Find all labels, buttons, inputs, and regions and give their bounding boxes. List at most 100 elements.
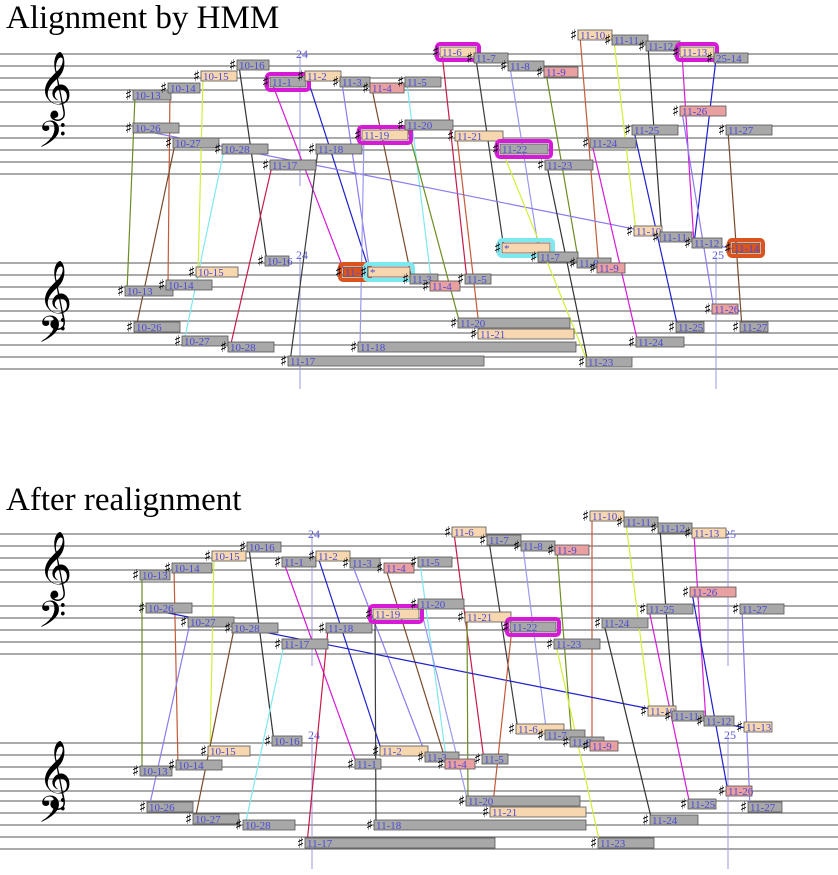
lower-note-label: 10-26: [136, 322, 162, 334]
upper-note-bar: [132, 89, 172, 101]
lower-highlight: [497, 238, 555, 258]
lower-note-label: 10-15: [210, 746, 236, 758]
lower-note-label: 11-4: [432, 281, 452, 293]
alignment-link-line: [183, 149, 225, 343]
treble-clef-icon: 𝄞: [38, 530, 72, 601]
lower-note-label: 11-20: [460, 318, 486, 330]
lower-note-bar: [743, 721, 773, 733]
lower-note-bar: [675, 321, 705, 333]
sharp-icon: ♯: [740, 798, 747, 816]
sharp-icon: ♯: [117, 282, 124, 300]
bass-clef-icon: 𝄢: [38, 114, 66, 165]
sharp-icon: ♯: [422, 277, 429, 295]
lower-note-bar: [747, 801, 783, 813]
sharp-icon: ♯: [410, 595, 417, 613]
upper-note-label: 11-7: [476, 53, 496, 65]
sharp-icon: ♯: [684, 234, 691, 252]
sharp-icon: ♯: [125, 86, 132, 104]
alignment-link-line: [283, 562, 358, 766]
upper-note-label: 11-24: [592, 138, 618, 150]
upper-note-label: 11-21: [457, 131, 482, 143]
sharp-icon: ♯: [616, 513, 623, 531]
upper-note-label: 11-3: [342, 77, 362, 89]
upper-note-bar: [132, 122, 180, 134]
lower-note-label: 11-14: [734, 243, 760, 255]
alignment-link-line: [727, 130, 743, 329]
upper-note-bar: [589, 137, 637, 149]
upper-highlight: [357, 125, 413, 145]
lower-note-label: 11-25: [690, 799, 716, 811]
sharp-icon: ♯: [308, 547, 315, 565]
lower-note-label: 11-7: [540, 252, 560, 264]
upper-note-label: 11-24: [604, 618, 630, 630]
alignment-link-line: [229, 165, 273, 349]
lower-note-bar: [146, 801, 194, 813]
sharp-icon: ♯: [672, 102, 679, 120]
lower-note-bar: [711, 303, 739, 315]
lower-note-bar: [373, 819, 587, 831]
sharp-icon: ♯: [125, 119, 132, 137]
lower-note-bar: [501, 242, 551, 254]
sharp-icon: ♯: [626, 222, 633, 240]
upper-note-bar: [739, 603, 785, 615]
sharp-icon: ♯: [718, 121, 725, 139]
sharp-icon: ♯: [650, 519, 657, 537]
alignment-link-line: [351, 563, 428, 759]
sharp-icon: ♯: [624, 121, 631, 139]
sharp-icon: ♯: [530, 248, 537, 266]
alignment-link-line: [475, 58, 505, 250]
sharp-icon: ♯: [450, 314, 457, 332]
lower-note-label: 11-17: [307, 838, 333, 850]
sharp-icon: ♯: [457, 608, 464, 626]
lower-note-bar: [409, 273, 439, 285]
upper-note-bar: [601, 617, 649, 629]
lower-note-label: 10-28: [245, 820, 271, 832]
upper-note-label: 11-12: [660, 523, 685, 535]
bar-number-label: 24: [308, 527, 320, 541]
lower-note-label: *: [504, 243, 510, 255]
upper-note-label: 11-25: [649, 604, 675, 616]
sharp-icon: ♯: [642, 811, 649, 829]
sharp-icon: ♯: [297, 834, 304, 852]
sharp-icon: ♯: [492, 140, 499, 158]
lower-note-label: 11-27: [750, 802, 776, 814]
upper-note-bar: [611, 34, 649, 46]
lower-note-label: 11-17: [290, 356, 316, 368]
bar-number-label: 25: [712, 248, 724, 262]
sharp-icon: ♯: [604, 31, 611, 49]
sharp-icon: ♯: [570, 26, 577, 44]
upper-note-bar: [315, 143, 363, 155]
alignment-link-line: [591, 143, 639, 344]
alignment-link-line: [359, 135, 365, 349]
sharp-icon: ♯: [376, 559, 383, 577]
alignment-link-line: [244, 644, 285, 827]
sharp-icon: ♯: [594, 614, 601, 632]
upper-note-label: 10-27: [190, 617, 216, 629]
alignment-link-line: [625, 522, 651, 713]
alignment-link-line: [603, 623, 653, 822]
upper-highlight: [265, 72, 311, 92]
sharp-icon: ♯: [724, 239, 731, 257]
sharp-icon: ♯: [582, 134, 589, 152]
sharp-icon: ♯: [402, 270, 409, 288]
sharp-icon: ♯: [235, 816, 242, 834]
upper-note-label: 11-22: [502, 144, 527, 156]
alignment-link-line: [197, 76, 204, 274]
upper-note-bar: [139, 569, 171, 581]
lower-note-bar: [264, 255, 290, 267]
upper-note-bar: [404, 76, 442, 88]
lower-note-bar: [489, 806, 587, 818]
treble-clef-icon: 𝄞: [38, 50, 72, 121]
upper-note-bar: [713, 52, 749, 64]
alignment-link-line: [194, 628, 235, 821]
alignment-link-line: [238, 65, 268, 263]
treble-clef-icon: 𝄞: [38, 259, 72, 330]
alignment-link-line: [148, 622, 191, 809]
lower-note-bar: [195, 266, 239, 278]
lower-note-bar: [481, 753, 509, 765]
lower-note-bar: [304, 837, 496, 849]
alignment-link-line: [371, 88, 413, 281]
sharp-icon: ♯: [664, 707, 671, 725]
sharp-icon: ♯: [494, 239, 501, 257]
